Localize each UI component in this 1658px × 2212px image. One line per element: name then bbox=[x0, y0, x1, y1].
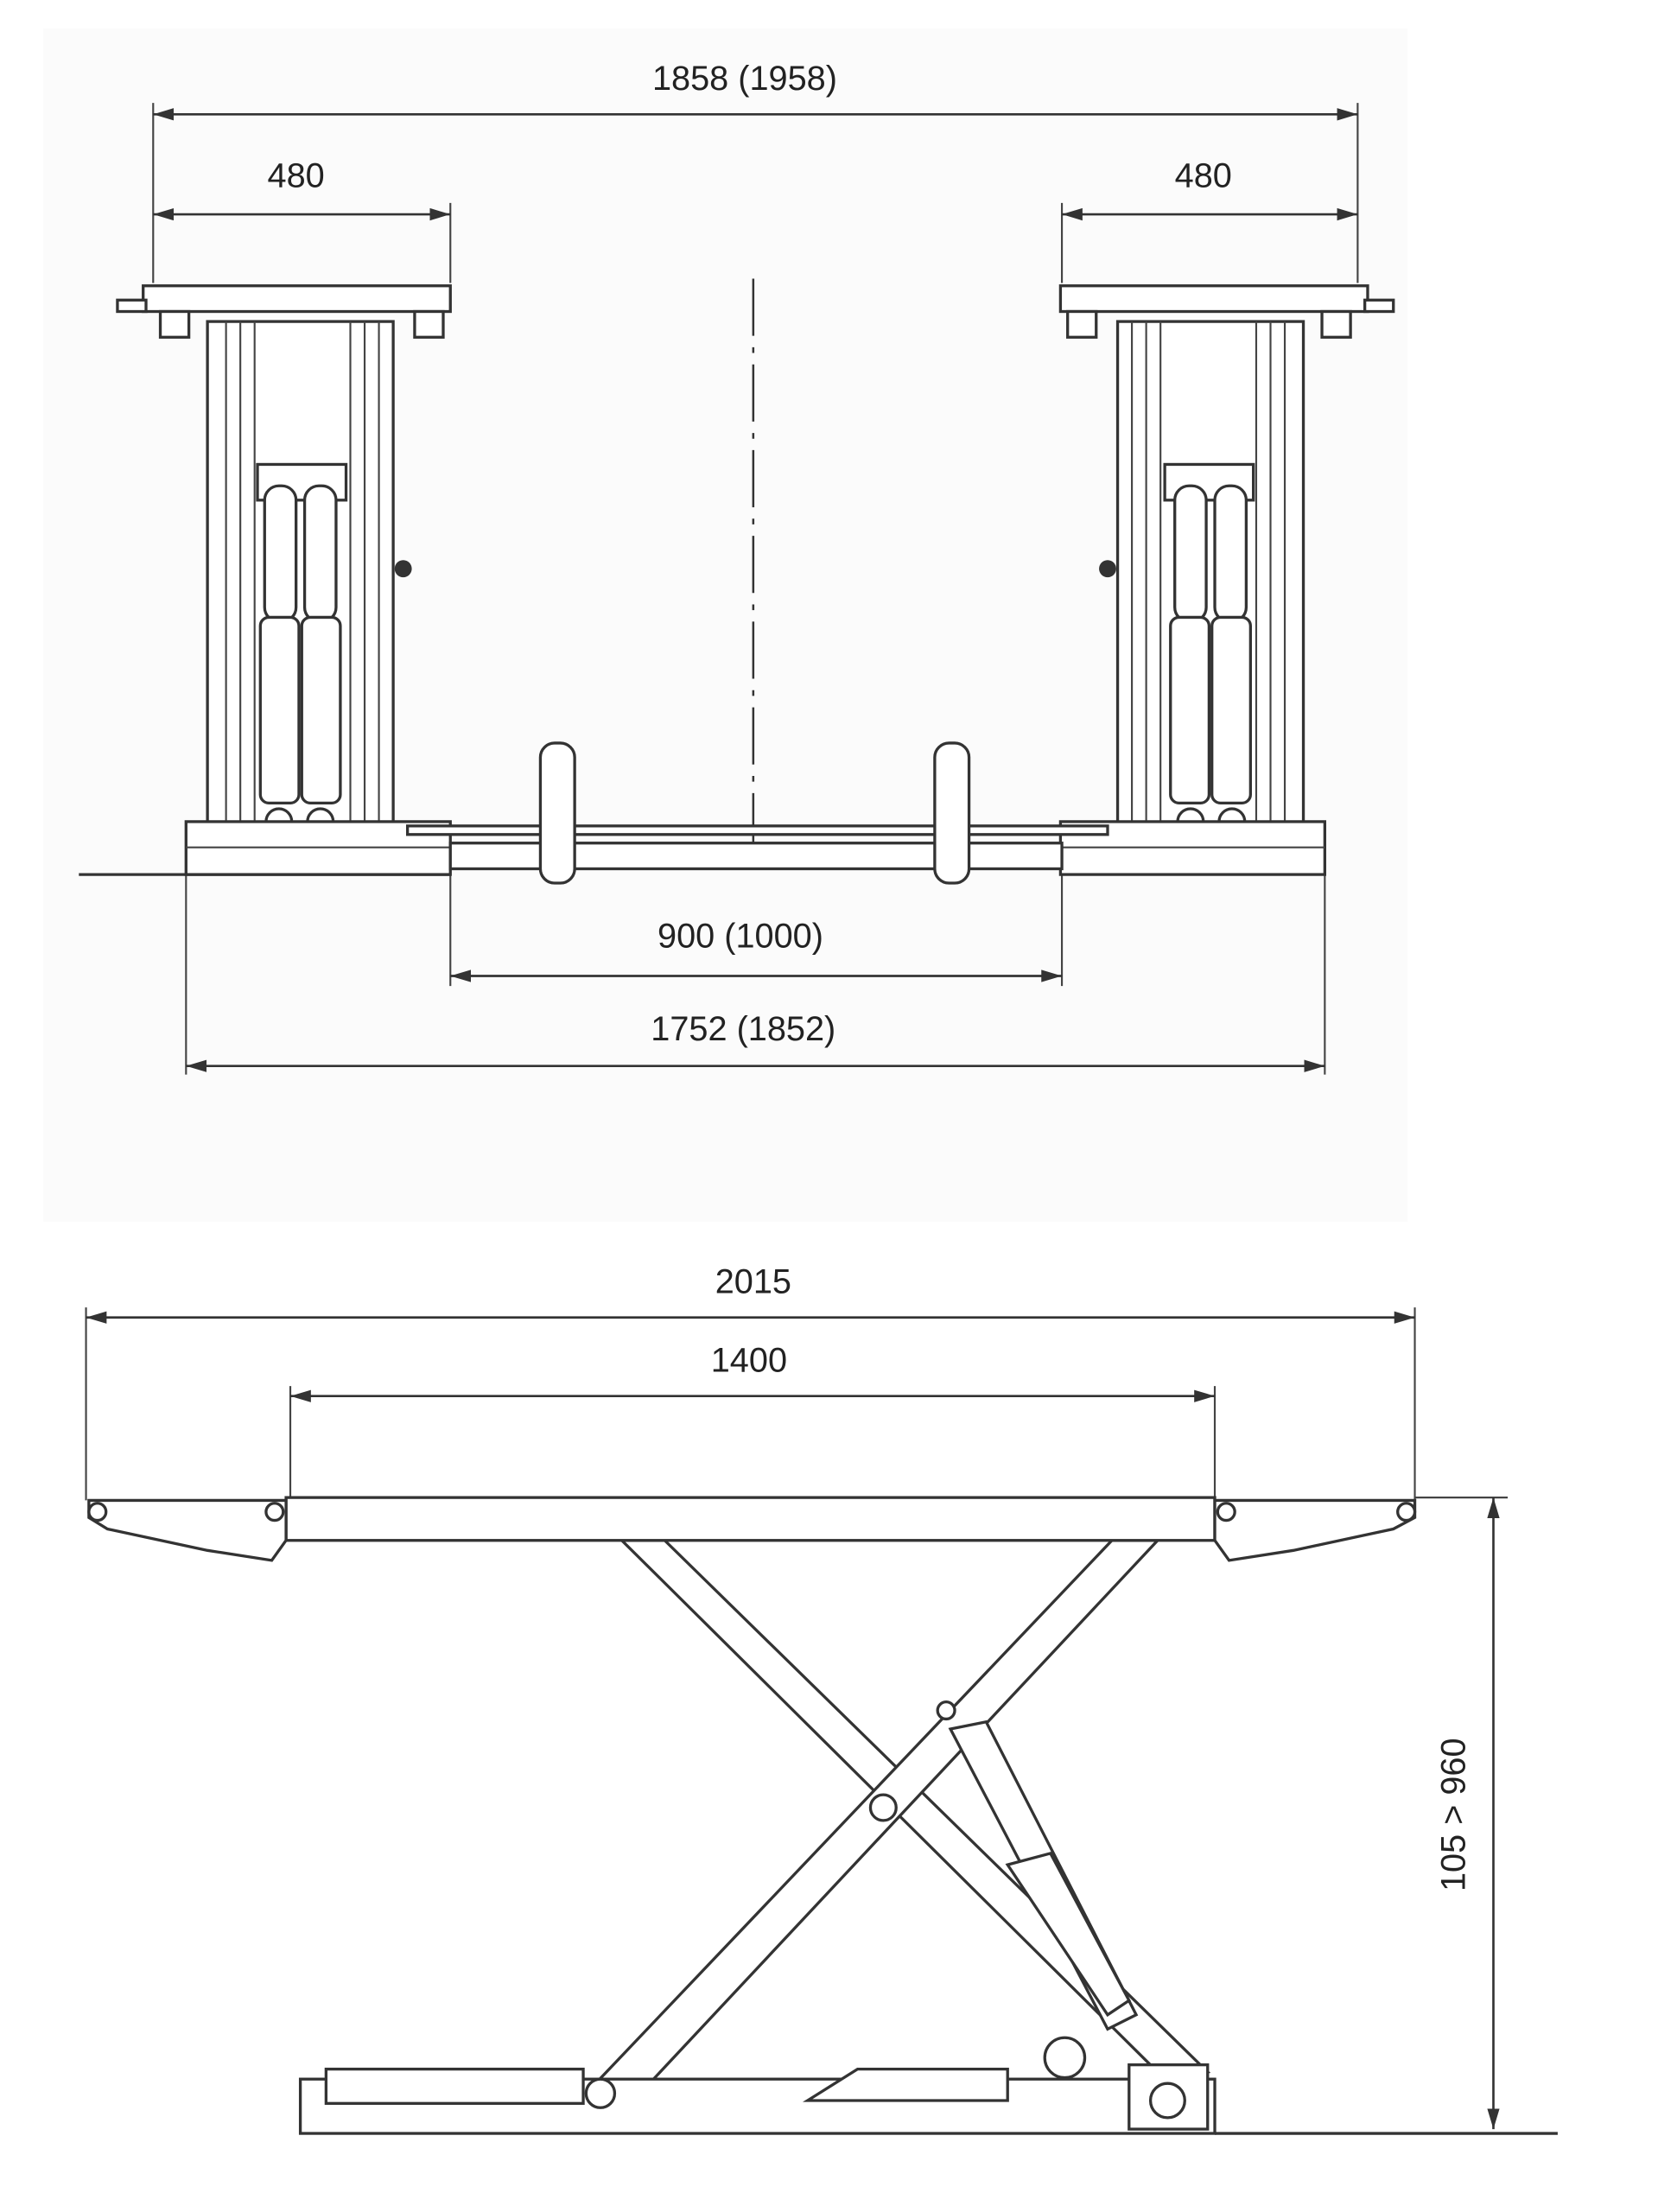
dimension-label-overall-length: 2015 bbox=[715, 1263, 791, 1301]
dimension-label-height: 105 > 960 bbox=[1434, 1738, 1472, 1891]
scissor-arms bbox=[582, 1539, 1211, 2100]
lift-platform bbox=[87, 1496, 1417, 1562]
dimension-label-base-width: 1752 (1852) bbox=[651, 1010, 835, 1048]
side-extension-lines bbox=[85, 1307, 1509, 1501]
right-lift-column bbox=[1058, 284, 1395, 876]
lift-base bbox=[298, 2063, 1217, 2135]
side-view: 2015 1400 105 > 960 bbox=[85, 1263, 1558, 2135]
front-view: 1858 (1958) 480 480 900 (1000) 1752 (185… bbox=[42, 29, 1408, 1222]
dimension-label-left-platform: 480 bbox=[268, 157, 325, 195]
dimension-label-right-platform: 480 bbox=[1175, 157, 1232, 195]
dimension-label-overall-width: 1858 (1958) bbox=[652, 60, 837, 98]
dimension-label-inner-gap: 900 (1000) bbox=[657, 917, 823, 955]
connecting-bar-with-wheels bbox=[405, 741, 1109, 885]
dimension-label-platform-length: 1400 bbox=[711, 1342, 787, 1380]
